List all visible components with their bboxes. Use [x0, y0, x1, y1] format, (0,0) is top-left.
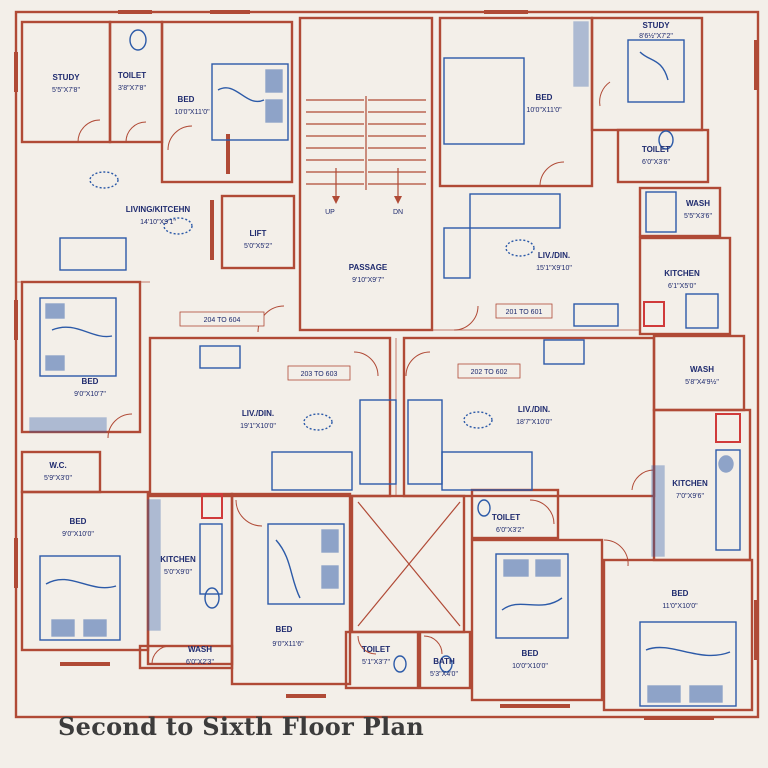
room-name: BED — [82, 377, 99, 386]
room-dim: 10'0"X11'0" — [174, 109, 210, 116]
room-name: LIVING/KITCEHN — [126, 205, 191, 214]
room-name: WASH — [686, 199, 710, 208]
room-dim: 3'8"X7'8" — [118, 85, 146, 92]
room-dim: 18'7"X10'0" — [516, 419, 552, 426]
room-labels: STUDY 5'5"X7'8" TOILET 3'8"X7'8" BED 10'… — [44, 21, 719, 678]
room-name: STUDY — [52, 73, 80, 82]
room-dim: 6'0"X3'2" — [496, 527, 524, 534]
room-dim: 6'1"X5'0" — [668, 283, 696, 290]
stair-arrow-down-icon — [394, 196, 402, 204]
stair-down-label: DN — [393, 209, 403, 216]
room-name: W.C. — [49, 461, 66, 470]
room-dim: 19'1"X10'0" — [240, 423, 276, 430]
room-dim: 5'9"X3'0" — [44, 475, 72, 482]
unit-tag: 201 TO 601 — [506, 309, 543, 316]
room-name: PASSAGE — [349, 263, 388, 272]
room-dim: 5'8"X4'9½" — [685, 378, 719, 386]
room-dim: 6'0"X2'3" — [186, 659, 214, 666]
room-dim: 8'6½"X7'2" — [639, 32, 673, 40]
doors — [77, 81, 655, 665]
windows — [14, 10, 758, 720]
unit-tags: 204 TO 604 201 TO 601 203 TO 603 202 TO … — [179, 303, 553, 381]
room-name: BATH — [433, 657, 455, 666]
room-dim: 5'1"X3'7" — [362, 659, 390, 666]
room-name: TOILET — [642, 145, 670, 154]
room-name: BED — [536, 93, 553, 102]
room-dim: 9'0"X10'7" — [74, 391, 106, 398]
room-name: BED — [522, 649, 539, 658]
room-name: LIV./DIN. — [242, 409, 274, 418]
room-dim: 5'3"X4'0" — [430, 671, 458, 678]
room-dim: 9'0"X10'0" — [62, 531, 94, 538]
room-name: KITCHEN — [160, 555, 196, 564]
room-name: BED — [178, 95, 195, 104]
room-name: BED — [672, 589, 689, 598]
plan-caption: Second to Sixth Floor Plan — [58, 712, 425, 741]
staircase — [306, 96, 426, 200]
unit-tag: 202 TO 602 — [471, 369, 508, 376]
room-dim: 14'10"X9'1" — [140, 219, 176, 226]
furniture — [29, 21, 741, 707]
room-name: TOILET — [362, 645, 390, 654]
room-dim: 5'0"X5'2" — [244, 243, 272, 250]
room-dim: 11'0"X10'0" — [662, 603, 698, 610]
room-dim: 15'1"X9'10" — [536, 265, 572, 272]
room-dim: 5'5"X7'8" — [52, 87, 80, 94]
bed-icon — [211, 63, 289, 141]
unit-tag: 204 TO 604 — [204, 317, 241, 324]
stair-arrow-up-icon — [332, 196, 340, 204]
room-dim: 10'0"X11'0" — [526, 107, 562, 114]
room-dim: 9'0"X11'6" — [272, 641, 304, 648]
duct-shaft — [357, 501, 461, 627]
room-dim: 5'5"X3'6" — [684, 213, 712, 220]
room-name: STUDY — [642, 21, 670, 30]
room-dim: 10'0"X10'0" — [512, 663, 548, 670]
room-dim: 6'0"X3'6" — [642, 159, 670, 166]
walls — [14, 10, 760, 719]
room-name: TOILET — [492, 513, 520, 522]
stair-up-label: UP — [325, 209, 335, 216]
room-name: BED — [276, 625, 293, 634]
room-name: WASH — [188, 645, 212, 654]
room-name: BED — [70, 517, 87, 526]
room-dim: 7'0"X9'6" — [676, 493, 704, 500]
room-name: LIFT — [250, 229, 267, 238]
room-dim: 5'0"X9'0" — [164, 569, 192, 576]
room-name: KITCHEN — [664, 269, 700, 278]
room-name: TOILET — [118, 71, 146, 80]
room-dim: 9'10"X9'7" — [352, 277, 384, 284]
unit-tag: 203 TO 603 — [301, 371, 338, 378]
room-name: LIV./DIN. — [518, 405, 550, 414]
room-name: WASH — [690, 365, 714, 374]
room-name: LIV./DIN. — [538, 251, 570, 260]
room-name: KITCHEN — [672, 479, 708, 488]
